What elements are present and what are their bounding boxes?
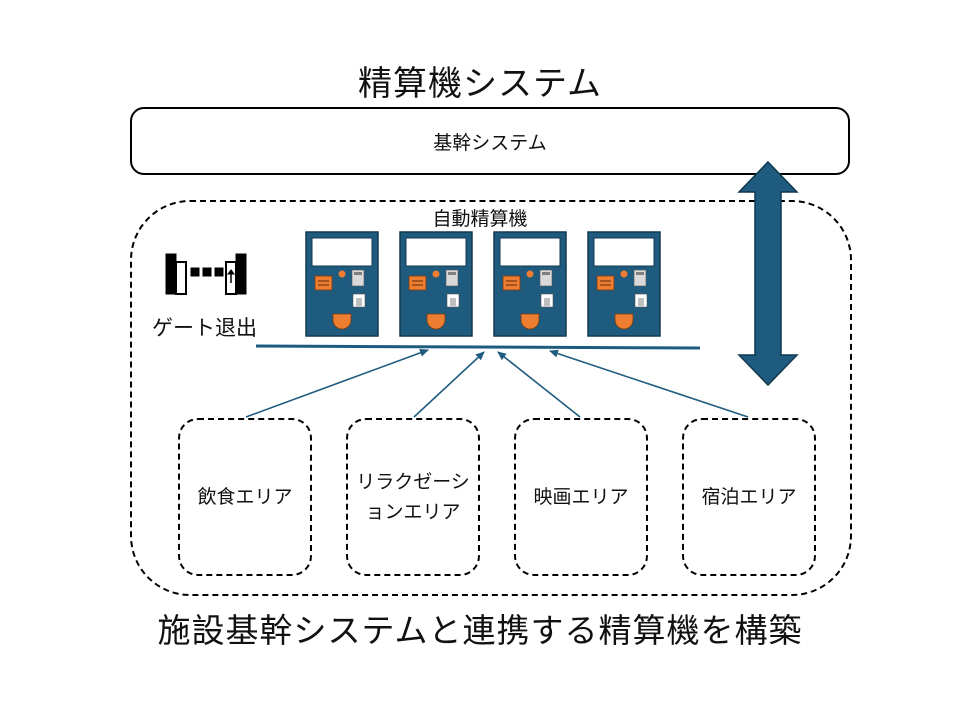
area-label-dining: 飲食エリア	[197, 486, 293, 508]
machine-card-slot	[356, 298, 362, 306]
dining-area-arrow	[245, 349, 429, 418]
machine-keypad-display	[636, 272, 644, 275]
page-title: 精算機システム	[358, 64, 602, 104]
bidirectional-arrow	[737, 160, 799, 387]
machine-change-tray	[614, 313, 634, 330]
machine-card-slot	[544, 298, 550, 306]
lodging-area-arrow	[549, 349, 749, 418]
payment-machine	[305, 231, 379, 337]
machine-bill-slot	[596, 275, 615, 291]
machine-card-slot	[638, 298, 644, 306]
area-label-relaxation: リラクゼーションエリア	[356, 471, 470, 523]
payment-machine	[493, 231, 567, 337]
payment-machines	[305, 231, 661, 337]
machine-coin-slot	[526, 270, 534, 278]
area-box-movie: 映画エリア	[514, 418, 648, 576]
relaxation-area-arrow	[413, 351, 485, 418]
machine-coin-slot	[620, 270, 628, 278]
area-box-dining: 飲食エリア	[178, 418, 312, 576]
gate-icon	[165, 253, 247, 295]
machines-label: 自動精算機	[432, 208, 528, 230]
area-label-lodging: 宿泊エリア	[701, 486, 797, 508]
payment-machine	[587, 231, 661, 337]
area-box-lodging: 宿泊エリア	[682, 418, 816, 576]
movie-area-arrow	[497, 351, 581, 418]
machine-coin-slot	[432, 270, 440, 278]
core-system-box: 基幹システム	[130, 107, 850, 175]
payment-machine	[399, 231, 473, 337]
machine-change-tray	[426, 313, 446, 330]
machine-connector-line	[255, 344, 701, 350]
machine-screen	[499, 237, 561, 267]
area-box-relaxation: リラクゼーションエリア	[346, 418, 480, 576]
facility-boundary	[130, 200, 852, 596]
machine-coin-slot	[338, 270, 346, 278]
machine-bill-slot	[408, 275, 427, 291]
machine-keypad-display	[448, 272, 456, 275]
machine-keypad-display	[354, 272, 362, 275]
machine-screen	[593, 237, 655, 267]
machine-change-tray	[520, 313, 540, 330]
machine-keypad-display	[542, 272, 550, 275]
machine-bill-slot	[314, 275, 333, 291]
machine-screen	[311, 237, 373, 267]
gate-label: ゲート退出	[152, 316, 257, 340]
machine-bill-slot	[502, 275, 521, 291]
machine-change-tray	[332, 313, 352, 330]
core-system-label: 基幹システム	[433, 131, 547, 154]
machine-card-slot	[450, 298, 456, 306]
area-label-movie: 映画エリア	[533, 486, 629, 508]
footer-caption: 施設基幹システムと連携する精算機を構築	[157, 611, 803, 650]
machine-screen	[405, 237, 467, 267]
